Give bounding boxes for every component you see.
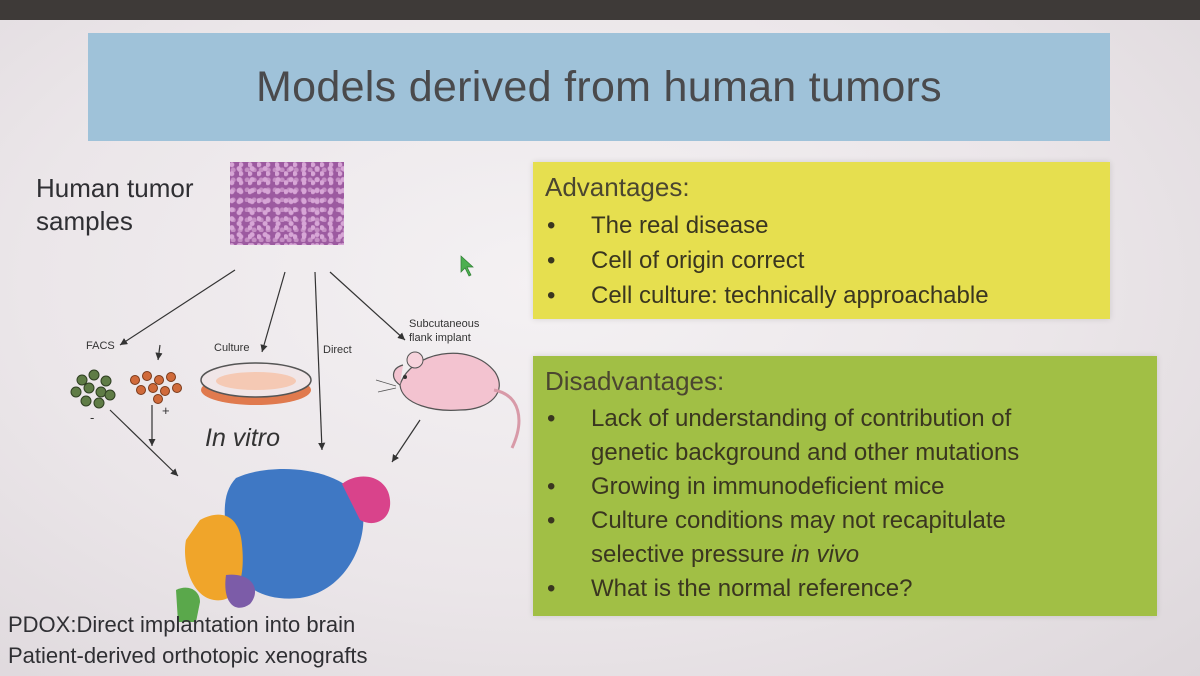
cell-cluster-plus <box>130 371 182 404</box>
cell-cluster-minus <box>70 369 116 409</box>
sample-label-line2: samples <box>36 206 133 236</box>
list-item: •Growing in immunodeficient mice <box>545 470 1019 504</box>
advantages-list: •The real disease •Cell of origin correc… <box>545 208 989 313</box>
advantages-box: Advantages: •The real disease •Cell of o… <box>533 162 1110 319</box>
sample-label-line1: Human tumor <box>36 173 194 203</box>
bullet: • <box>547 405 556 432</box>
disadvantages-heading: Disadvantages: <box>545 366 725 396</box>
label-culture: Culture <box>214 342 250 354</box>
bullet: • <box>547 247 556 274</box>
bullet: • <box>547 212 556 239</box>
list-item-continuation: selective pressure in vivo <box>591 541 860 568</box>
diagram-arrows <box>109 269 421 477</box>
tumor-tissue-image <box>230 162 344 245</box>
sample-label: Human tumor samples <box>36 172 194 238</box>
list-item: •Lack of understanding of contribution o… <box>545 402 1019 436</box>
footer-xenografts: Patient-derived orthotopic xenografts <box>8 643 368 668</box>
label-flank-implant: flank implant <box>409 332 471 344</box>
label-facs: FACS <box>86 340 115 352</box>
disadvantages-list: •Lack of understanding of contribution o… <box>545 402 1019 606</box>
bullet: • <box>547 282 556 309</box>
mouse-illustration <box>375 351 521 449</box>
label-subcutaneous: Subcutaneous <box>409 318 480 330</box>
label-plus: + <box>162 403 170 418</box>
advantages-heading: Advantages: <box>545 172 690 202</box>
list-item: •Cell of origin correct <box>545 243 989 278</box>
title-banner: Models derived from human tumors <box>88 33 1110 141</box>
list-item: •The real disease <box>545 208 989 243</box>
footer-pdox: PDOX:Direct implantation into brain <box>8 612 356 637</box>
brain-illustration <box>176 468 391 622</box>
list-item: •Cell culture: technically approachable <box>545 278 989 313</box>
list-item-continuation: genetic background and other mutations <box>591 439 1020 466</box>
label-in-vitro: In vitro <box>205 424 281 452</box>
list-item: •Culture conditions may not recapitulate <box>545 504 1019 538</box>
bullet: • <box>547 507 556 534</box>
bullet: • <box>547 575 556 602</box>
bullet: • <box>547 473 556 500</box>
disadvantages-box: Disadvantages: •Lack of understanding of… <box>533 356 1157 616</box>
petri-dish-illustration <box>200 362 312 405</box>
label-minus: - <box>90 410 95 425</box>
mouse-pointer-icon <box>460 255 474 277</box>
slide-title: Models derived from human tumors <box>256 62 942 111</box>
list-item: •What is the normal reference? <box>545 572 1019 606</box>
label-direct: Direct <box>323 344 352 356</box>
